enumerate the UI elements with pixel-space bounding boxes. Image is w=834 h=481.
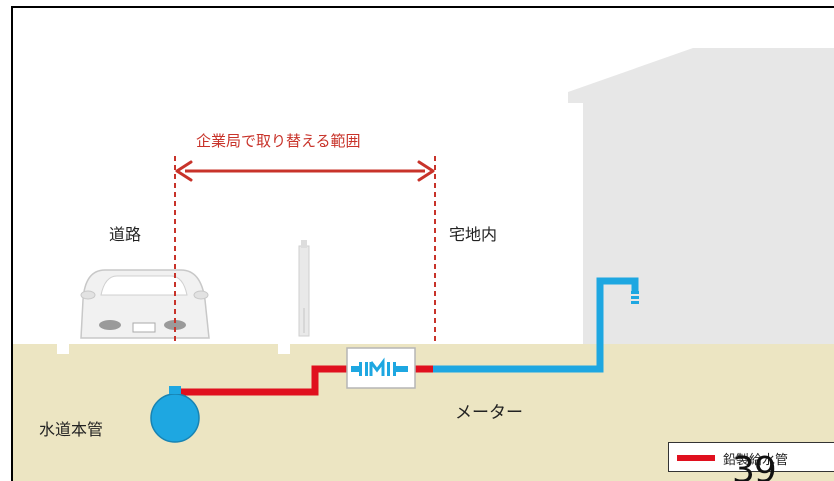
diagram-frame: 企業局で取り替える範囲 道路 宅地内 水道本管 メーター 鉛製給水管 39 xyxy=(11,6,834,481)
legend: 鉛製給水管 xyxy=(668,442,834,472)
water-main-label: 水道本管 xyxy=(39,420,104,439)
curb-notch-mid xyxy=(278,342,290,354)
legend-lead-pipe-swatch xyxy=(677,455,715,461)
range-arrow-head-right xyxy=(417,160,435,182)
car xyxy=(80,269,210,339)
site-label: 宅地内 xyxy=(449,225,498,244)
meter-label: メーター xyxy=(455,403,523,423)
road-label: 道路 xyxy=(109,225,142,244)
service-pipe xyxy=(421,277,639,373)
water-main xyxy=(150,393,200,443)
curb-notch-left xyxy=(57,342,69,354)
legend-label: 鉛製給水管 xyxy=(723,453,789,468)
range-label: 企業局で取り替える範囲 xyxy=(196,132,361,150)
faucet xyxy=(631,291,639,304)
range-arrow-head-left xyxy=(175,160,193,182)
house-silhouette xyxy=(568,48,834,348)
post-top xyxy=(301,240,307,248)
meter-box xyxy=(346,347,416,389)
page-number: 39 xyxy=(732,450,777,481)
